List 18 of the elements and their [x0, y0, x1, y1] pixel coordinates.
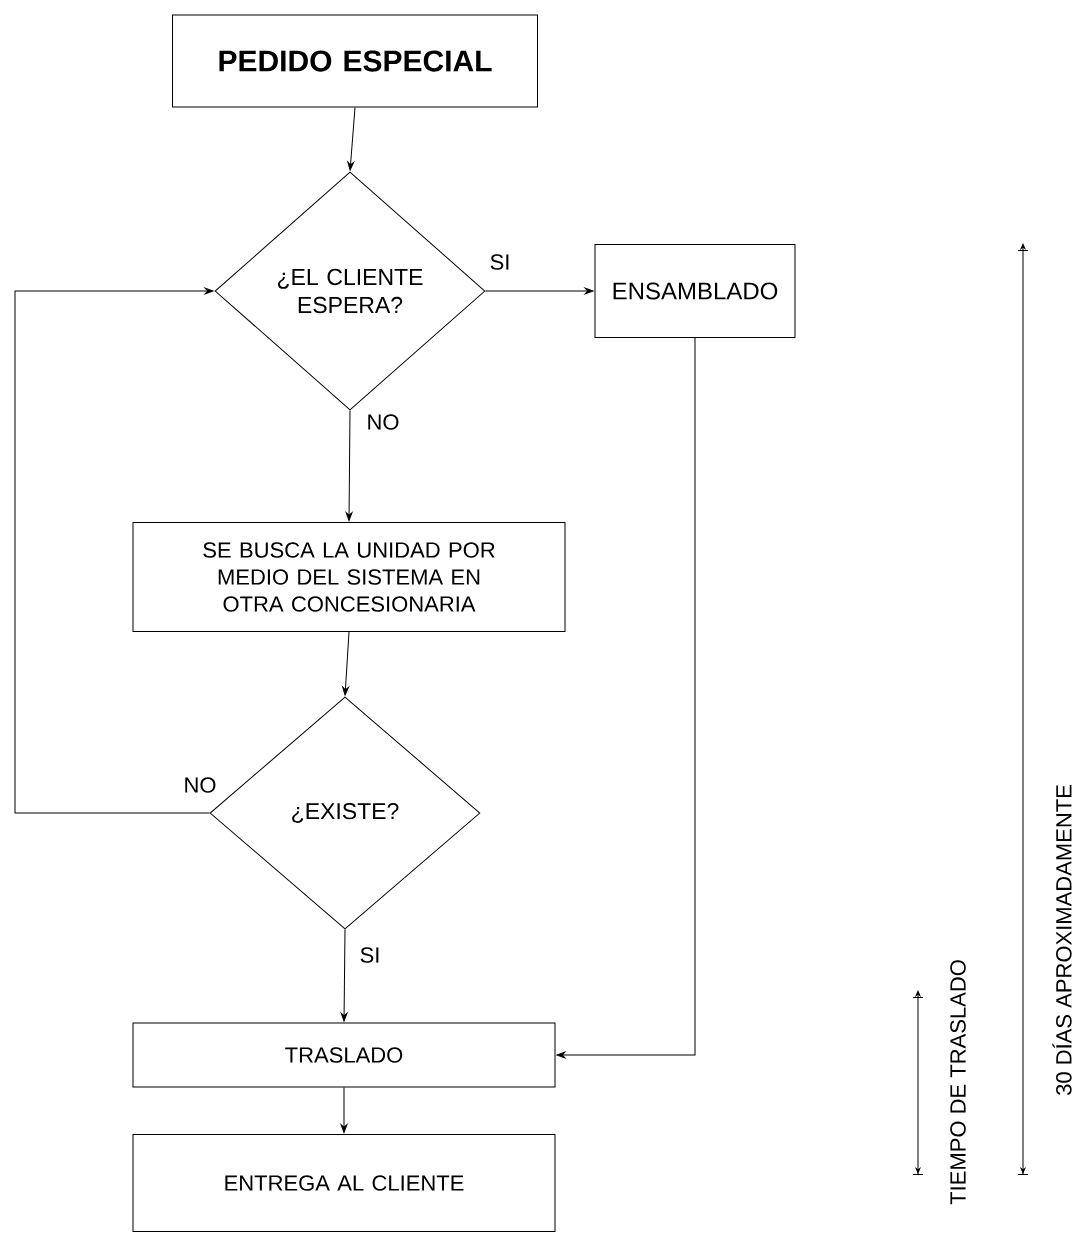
edge-label: NO: [364, 412, 402, 432]
arrow: [340, 929, 348, 1022]
edge-label: SI: [357, 945, 383, 965]
arrow: [342, 631, 350, 696]
edge-label: SI: [487, 252, 513, 272]
process-box: SE BUSCA LA UNIDAD POR MEDIO DEL SISTEMA EN OTRA CONCESIONARIA: [132, 522, 566, 632]
dimension-label: TIEMPO DE TRASLADO: [950, 960, 966, 1205]
start-box: PEDIDO ESPECIAL: [172, 14, 538, 108]
arrow: [556, 337, 696, 1059]
dimension-label: 30 DÍAS APROXIMADAMENTE: [1052, 785, 1072, 1096]
arrow: [345, 410, 353, 522]
process-box: ENTREGA AL CLIENTE: [132, 1134, 556, 1232]
arrow: [14, 287, 214, 814]
arrow: [485, 287, 594, 295]
process-box: TRASLADO: [132, 1022, 556, 1088]
arrow: [347, 107, 356, 171]
arrow: [340, 1087, 348, 1134]
process-box: ENSAMBLADO: [594, 244, 796, 338]
